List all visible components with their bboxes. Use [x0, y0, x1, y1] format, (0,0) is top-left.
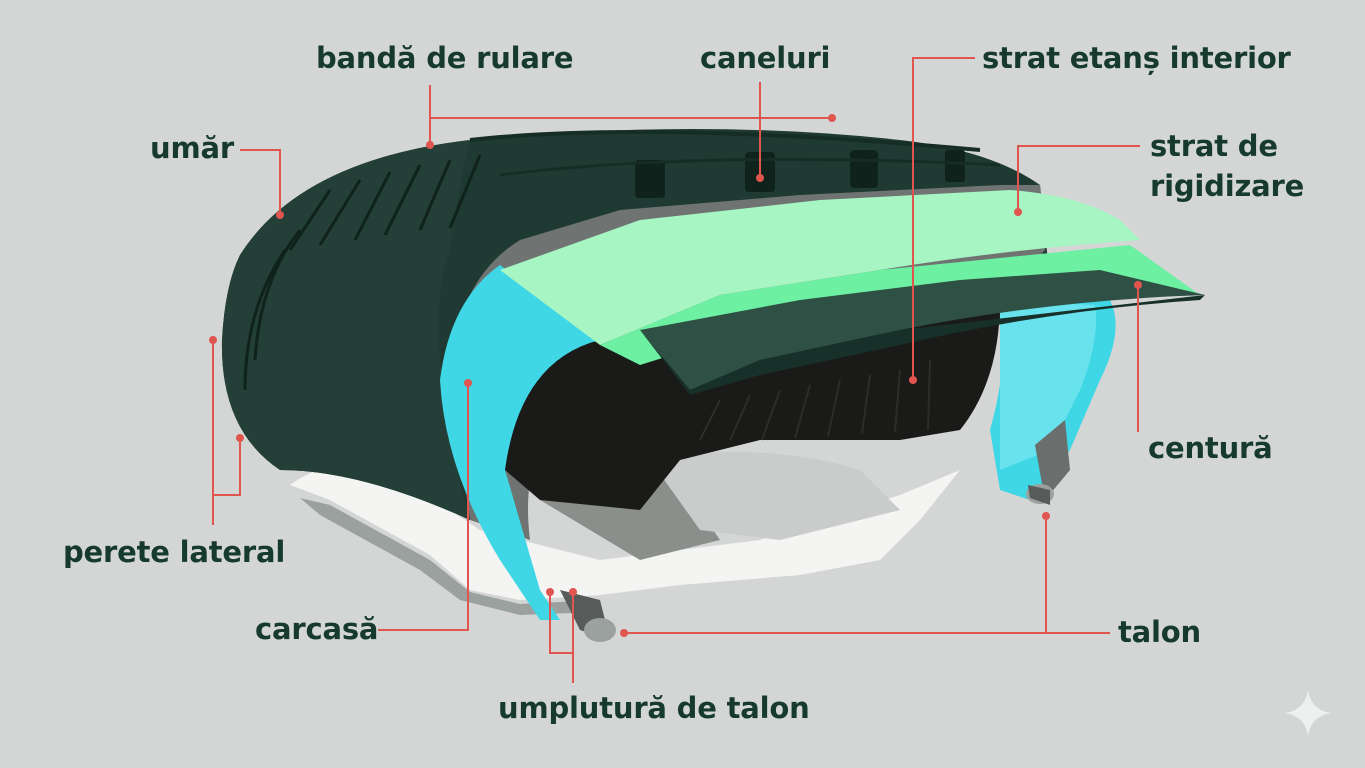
- leader-umplutura-de-talon: [549, 592, 574, 683]
- leader-umar: [240, 149, 281, 215]
- label-umar: umăr: [150, 131, 234, 165]
- label-carcasa: carcasă: [255, 612, 379, 646]
- label-strat-etans-interior: strat etanș interior: [982, 41, 1291, 75]
- label-caneluri: caneluri: [700, 41, 831, 75]
- sparkle-icon: [1285, 690, 1331, 736]
- leader-strat-etans: [912, 57, 975, 380]
- label-strat-de-rigidizare: strat de rigidizare: [1150, 129, 1305, 203]
- leader-strat-de-rigidizare: [1017, 145, 1140, 212]
- tire-cross-section: [440, 185, 1205, 620]
- label-banda-de-rulare: bandă de rulare: [316, 41, 574, 75]
- label-perete-lateral: perete lateral: [63, 535, 286, 569]
- leader-lines: [212, 57, 1140, 683]
- leader-perete-lateral: [212, 340, 241, 525]
- label-talon: talon: [1118, 615, 1201, 649]
- label-centura: centură: [1148, 431, 1273, 465]
- leader-dots: [209, 114, 1142, 637]
- label-umplutura-de-talon: umplutură de talon: [498, 691, 810, 725]
- leader-carcasa: [378, 383, 469, 631]
- leader-banda-de-rulare: [429, 85, 832, 145]
- leader-talon: [624, 516, 1110, 634]
